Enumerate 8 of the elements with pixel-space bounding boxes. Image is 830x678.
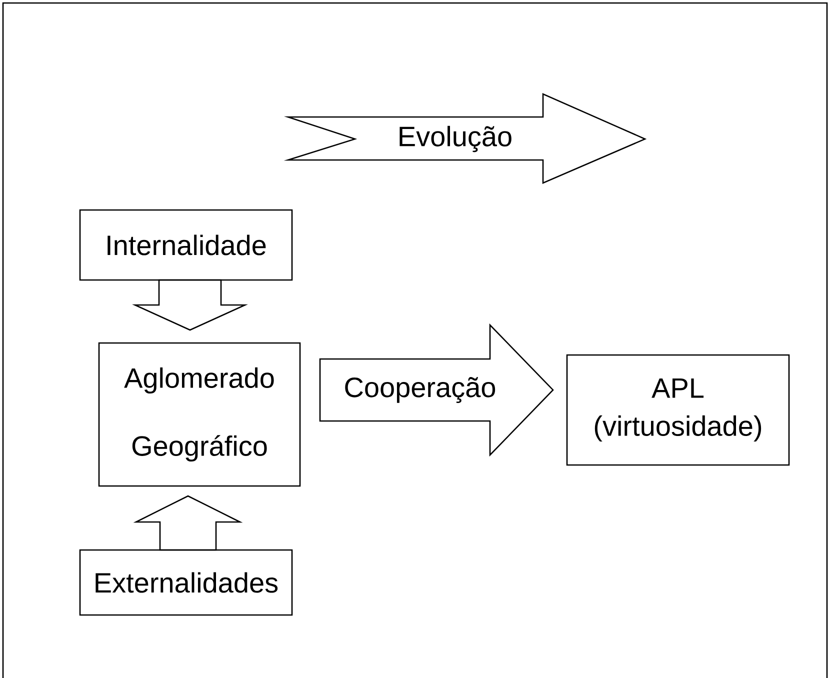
text-box: Internalidade: [79, 209, 293, 281]
text-box: Externalidades: [79, 549, 293, 616]
block-arrow: [132, 279, 248, 331]
block-arrow: [319, 323, 554, 457]
text-box: APL (virtuosidade): [566, 354, 790, 466]
text-box: Aglomerado Geográfico: [98, 342, 301, 487]
block-arrow: [133, 495, 243, 551]
edge-label: Cooperação: [342, 376, 498, 404]
